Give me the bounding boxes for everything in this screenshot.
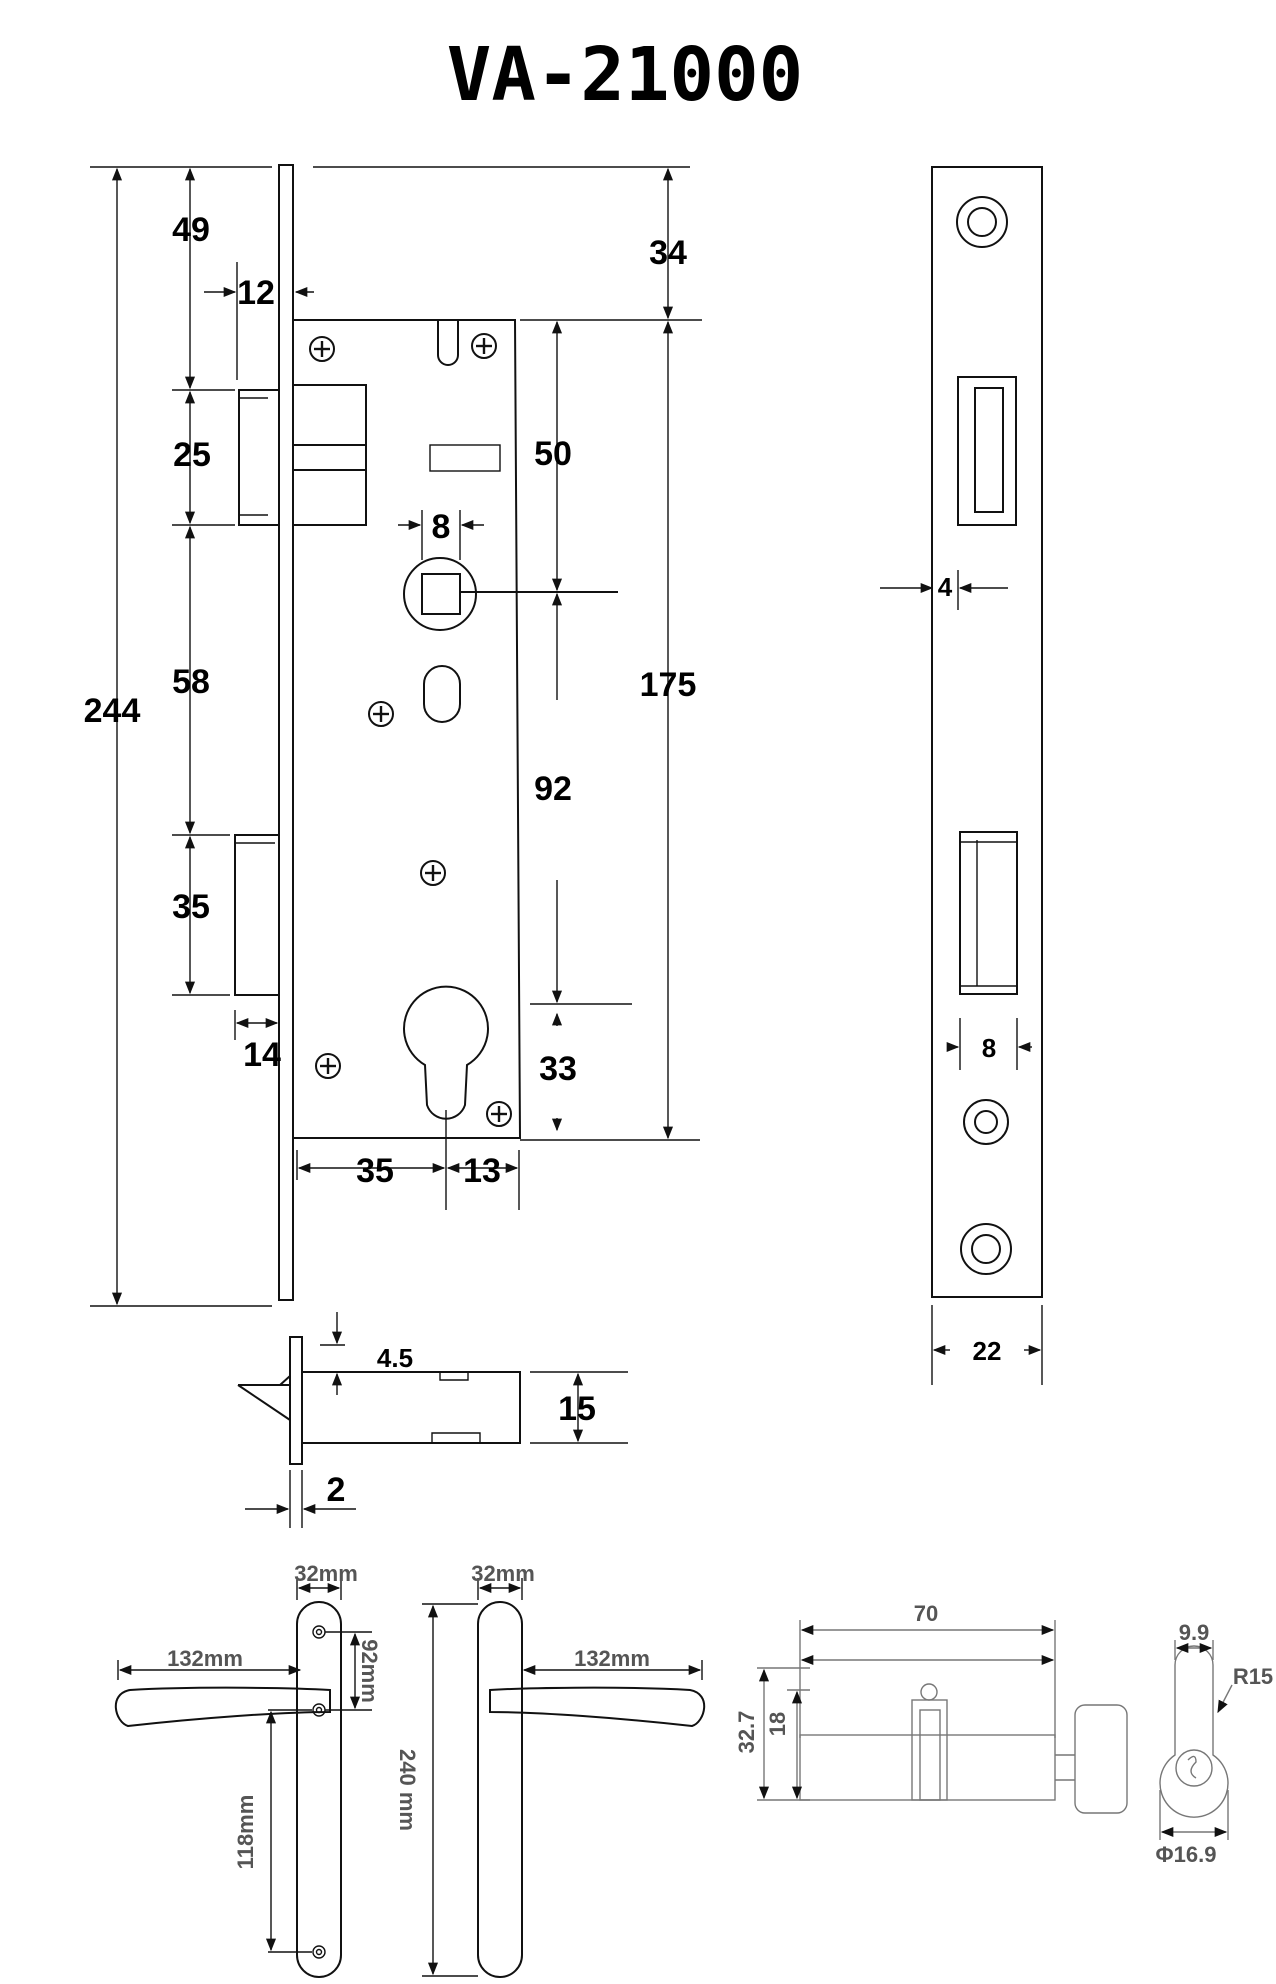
dim-92: 92 (534, 770, 572, 808)
dim-handle-width-right: 32mm (471, 1561, 535, 1586)
cylinder-side-view: 70 32.7 18 (734, 1601, 1128, 1814)
latch-face (289, 1336, 303, 1465)
cylinder-hole (403, 985, 489, 1120)
dim-8-latch-slot: 8 (982, 1033, 996, 1063)
dim-175: 175 (640, 666, 697, 704)
dim-244: 244 (84, 692, 141, 730)
case-notch (437, 320, 459, 366)
screw-icon (314, 1052, 342, 1080)
handle-lever-right (489, 1686, 706, 1728)
dim-4-5: 4.5 (377, 1343, 413, 1373)
dim-35-vertical: 35 (172, 888, 210, 926)
dim-cylinder-70: 70 (914, 1601, 938, 1626)
dim-15: 15 (558, 1390, 596, 1428)
cylinder-profile (1159, 1645, 1229, 1818)
dim-handle-length-right: 132mm (574, 1646, 650, 1671)
dim-cylinder-32-7: 32.7 (734, 1711, 759, 1754)
dim-handle-hole-92: 92mm (357, 1639, 382, 1703)
dim-handle-width-left: 32mm (294, 1561, 358, 1586)
latch-slot (959, 831, 1018, 995)
handle-right-view: 32mm 132mm 240 mm (395, 1561, 706, 1978)
dim-50: 50 (534, 435, 572, 473)
lock-body-view: 244 49 25 58 35 12 14 34 175 50 (84, 164, 702, 1307)
model-title: VA-21000 (447, 32, 803, 118)
forend-plate (278, 164, 294, 1301)
dim-4: 4 (938, 572, 953, 602)
dim-12: 12 (237, 274, 275, 312)
latch-top-view: 4.5 15 2 (237, 1312, 628, 1528)
dim-cylinder-18: 18 (765, 1712, 790, 1736)
dim-14: 14 (243, 1036, 281, 1074)
dim-2: 2 (327, 1471, 346, 1509)
dim-handle-height-240: 240 mm (395, 1749, 420, 1831)
dim-cylinder-9-9: 9.9 (1179, 1620, 1210, 1645)
dim-49: 49 (172, 211, 210, 249)
dim-handle-hole-118: 118mm (233, 1795, 258, 1870)
cylinder-body (799, 1734, 1056, 1801)
latch-bevel (237, 1375, 291, 1421)
faceplate-screw-hole-bottom (960, 1223, 1012, 1275)
faceplate (931, 166, 1043, 1298)
cylinder-end-view: 9.9 R15 Φ16.9 (1156, 1620, 1274, 1867)
dim-35-horizontal: 35 (356, 1152, 394, 1190)
dim-58: 58 (172, 663, 210, 701)
dim-13: 13 (463, 1152, 501, 1190)
dim-22: 22 (973, 1336, 1002, 1366)
cylinder-knob (1074, 1704, 1128, 1814)
dim-34: 34 (649, 234, 687, 272)
oval-hole (423, 665, 461, 723)
dim-25: 25 (173, 436, 211, 474)
handle-left-view: 32mm 132mm 92mm 118mm (114, 1561, 382, 1978)
deadbolt-slot (957, 376, 1017, 526)
handle-lever-left (114, 1686, 331, 1728)
screw-icon (367, 700, 395, 728)
handle-backplate-right (477, 1601, 523, 1978)
screw-icon (308, 335, 336, 363)
faceplate-screw-hole-mid (963, 1099, 1009, 1145)
faceplate-screw-hole-top (956, 196, 1008, 248)
case-slot (429, 444, 501, 472)
dim-cylinder-phi-16-9: Φ16.9 (1156, 1842, 1217, 1867)
screw-icon (470, 332, 498, 360)
dim-8-spindle: 8 (432, 508, 451, 546)
deadbolt (238, 384, 367, 526)
faceplate-view: 4 8 22 (880, 166, 1043, 1385)
screw-icon (419, 859, 447, 887)
dim-handle-length-left: 132mm (167, 1646, 243, 1671)
follower-hub (403, 557, 618, 631)
dim-cylinder-r15: R15 (1233, 1664, 1273, 1689)
dim-33: 33 (539, 1050, 577, 1088)
handle-backplate-left (296, 1601, 342, 1978)
latch-housing (302, 1371, 521, 1444)
screw-icon (485, 1100, 513, 1128)
latch-bolt (234, 834, 280, 996)
